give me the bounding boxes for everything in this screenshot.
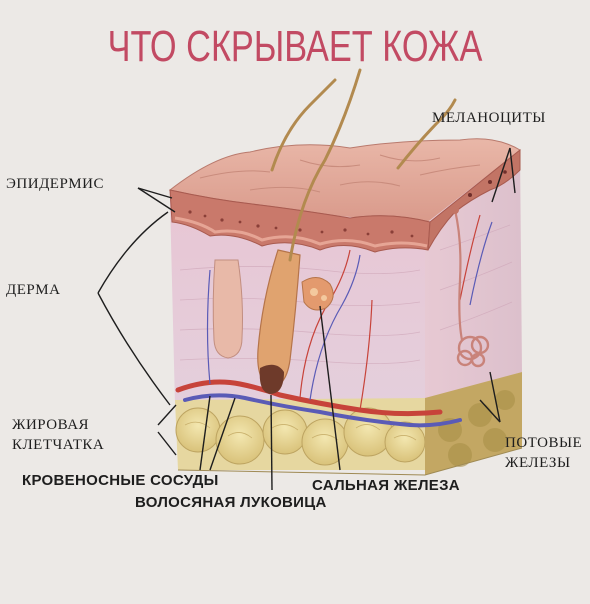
- sweat-gland-coil: [456, 335, 490, 368]
- label-fat-line2: КЛЕТЧАТКА: [12, 437, 105, 453]
- artery: [175, 379, 443, 417]
- label-hair-bulb: ВОЛОСЯНАЯ ЛУКОВИЦА: [135, 494, 327, 511]
- label-dermis: ДЕРМА: [6, 282, 61, 298]
- fat-lobules: [175, 407, 426, 466]
- hair-bulb: [259, 364, 284, 394]
- sweat-duct: [453, 209, 464, 341]
- label-sweat-line2: ЖЕЛЕЗЫ: [505, 455, 571, 471]
- label-pointers: [97, 147, 516, 491]
- diagram-title: ЧТО СКРЫВАЕТ КОЖА: [107, 22, 483, 71]
- hair-3: [396, 98, 457, 170]
- vein: [183, 393, 462, 428]
- label-melanocytes: МЕЛАНОЦИТЫ: [432, 110, 546, 126]
- label-blood-vessels: КРОВЕНОСНЫЕ СОСУДЫ: [22, 472, 219, 489]
- label-sweat-line1: ПОТОВЫЕ: [505, 435, 583, 451]
- follicle-left: [212, 259, 243, 359]
- label-epidermis: ЭПИДЕРМИС: [6, 176, 104, 192]
- label-sebaceous-gland: САЛЬНАЯ ЖЕЛЕЗА: [312, 477, 460, 494]
- hair-2: [270, 78, 337, 172]
- hair-1: [288, 68, 362, 262]
- label-fat-line1: ЖИРОВАЯ: [12, 417, 90, 433]
